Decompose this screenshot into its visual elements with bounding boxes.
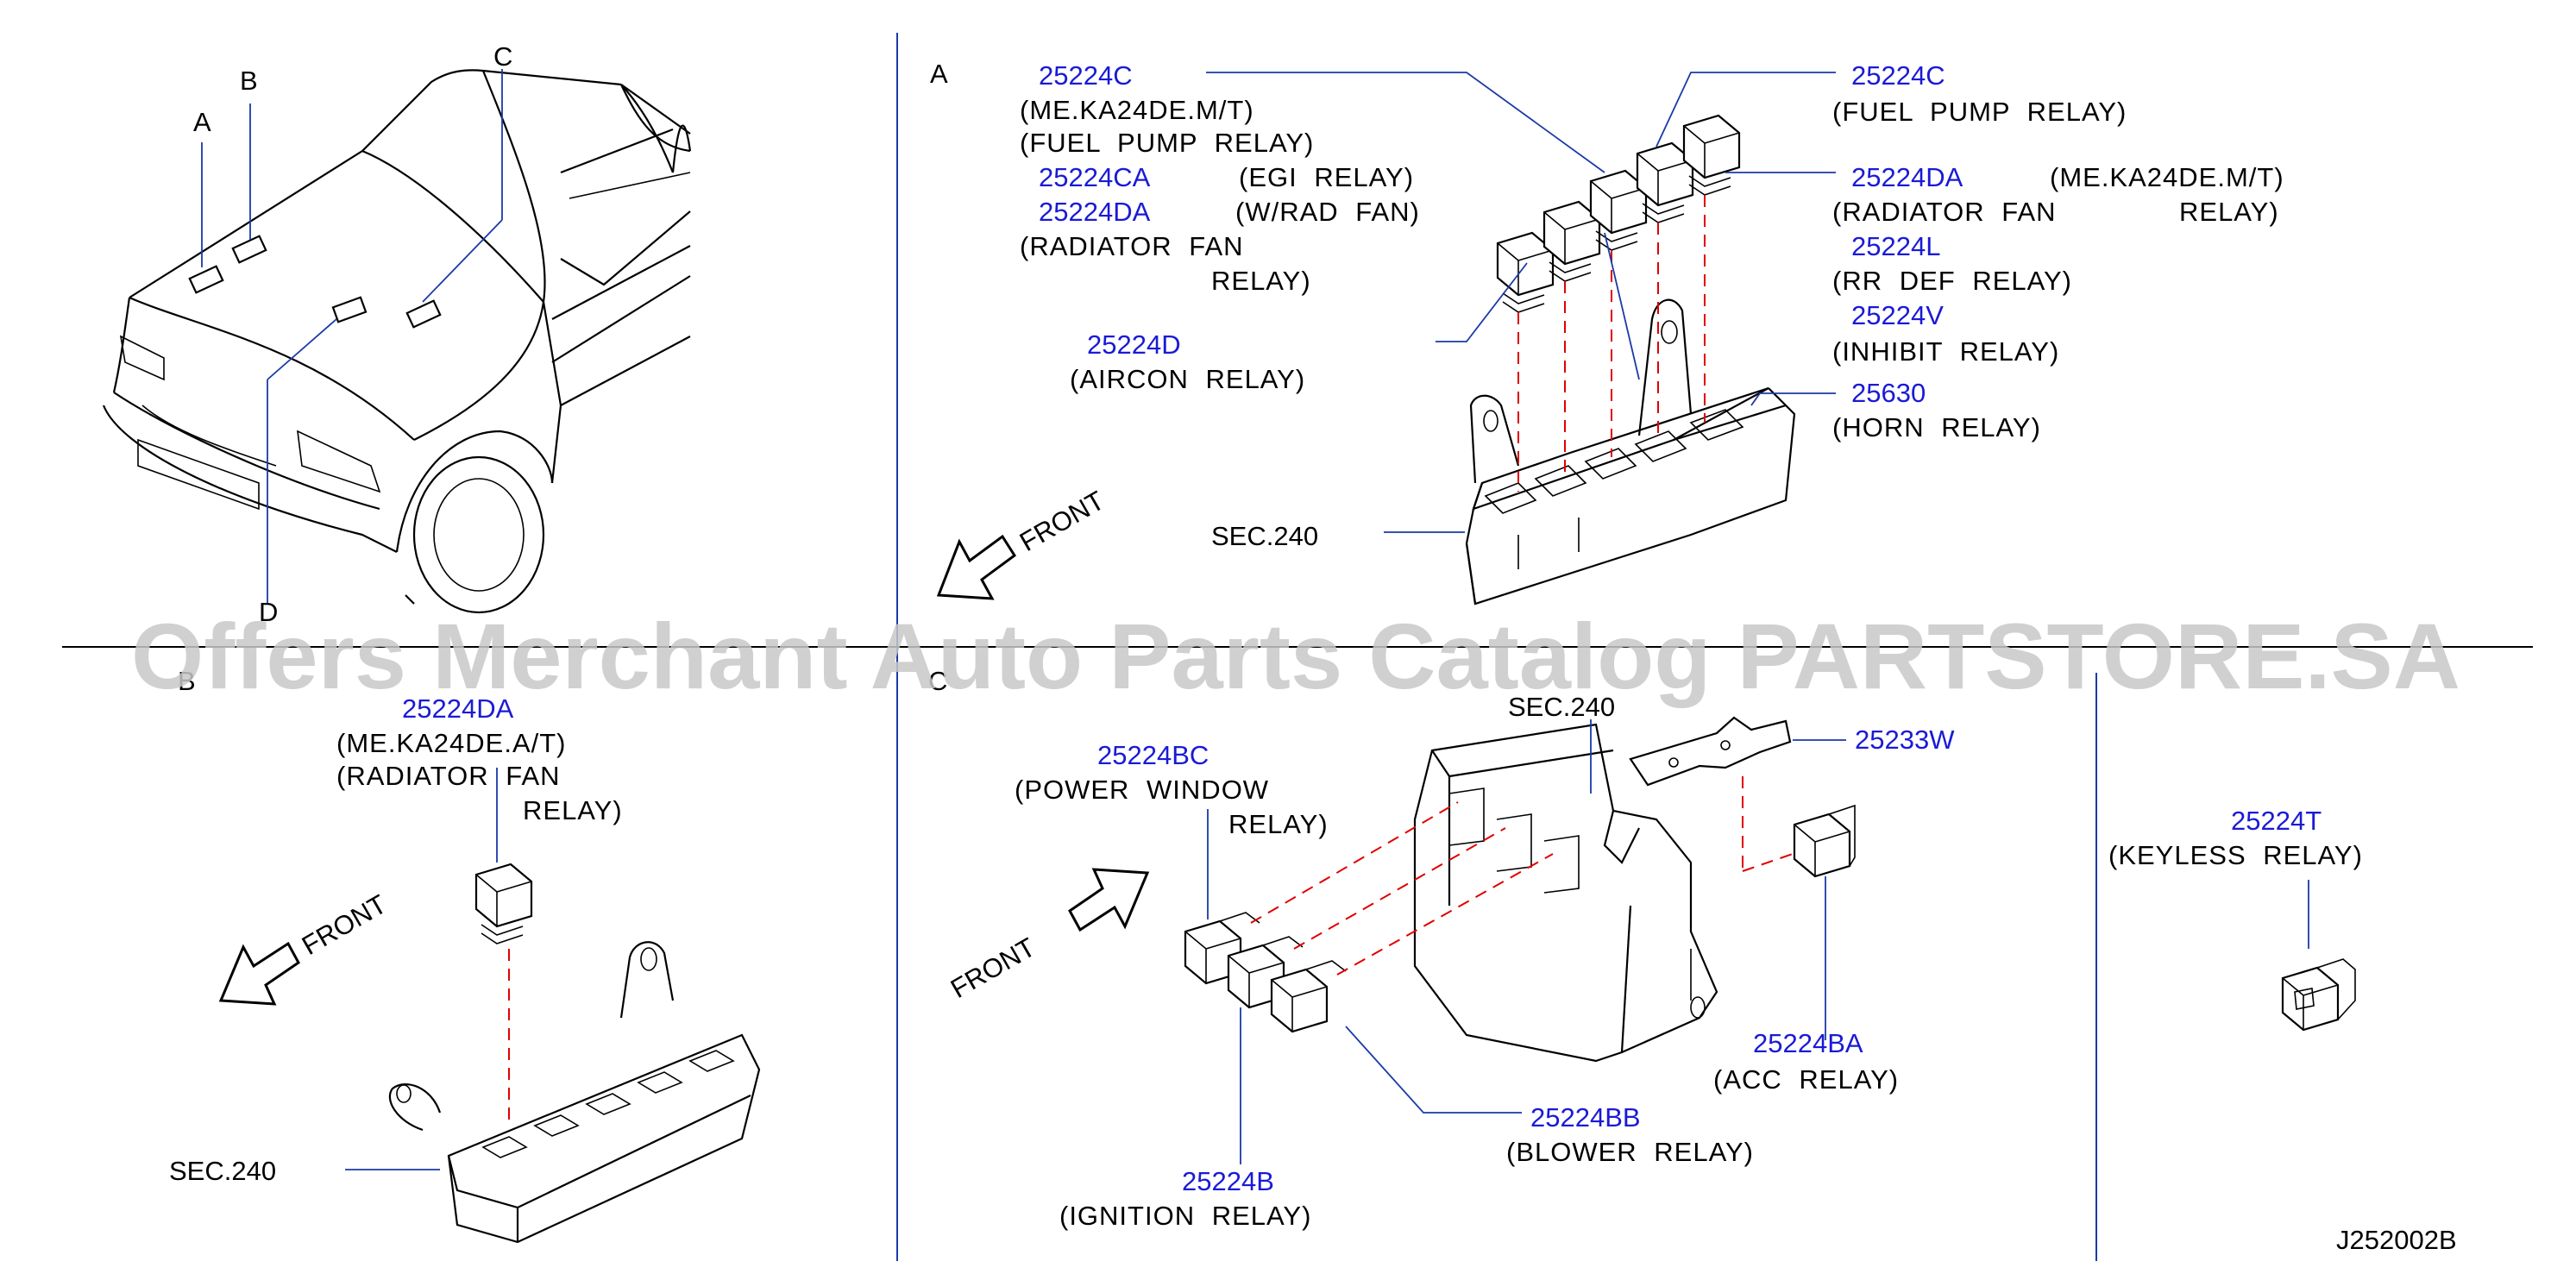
section-a-relay-box [1465,298,1796,605]
section-c-relay-acc [1793,804,1856,878]
section-c-25224bb-part: 25224BB [1530,1102,1641,1133]
section-d-25224t-part: 25224T [2231,806,2322,836]
section-a-25224ca-part: 25224CA [1039,162,1151,192]
section-c-relay-ignition [1227,936,1304,1009]
section-b-front-label: FRONT [297,888,392,961]
section-a-25630-part: 25630 [1851,378,1926,408]
section-a-25630-desc: (HORN RELAY) [1832,412,2041,442]
section-c-25224b-part: 25224B [1182,1166,1274,1196]
section-c-25224ba-desc: (ACC RELAY) [1713,1064,1899,1095]
relay-egi [1589,169,1648,251]
section-c-front-label: FRONT [946,932,1040,1004]
callout-c: C [493,41,512,72]
section-c-relay-box [1413,723,1718,1063]
section-a-label: A [930,59,948,89]
section-a-25224da-right-note: (ME.KA24DE.M/T) [2050,162,2284,192]
section-b-25224da-desc1: (RADIATOR FAN [336,761,561,791]
section-a-25224ca-desc: (EGI RELAY) [1239,162,1414,192]
relay-location-c [405,299,442,329]
section-a-25224da-right-desc2: RELAY) [2179,197,2279,227]
section-a-25224c-left-part: 25224C [1039,60,1133,91]
section-a-25224v-desc: (INHIBIT RELAY) [1832,336,2059,367]
section-b-relay-box [388,941,761,1244]
section-b-sec-label: SEC.240 [169,1156,276,1186]
section-c-25224bb-desc: (BLOWER RELAY) [1506,1137,1754,1167]
section-a-25224c-left-desc: (FUEL PUMP RELAY) [1020,128,1314,158]
relay-location-d [331,296,368,323]
section-a-25224da-left-note: (W/RAD FAN) [1235,197,1420,227]
section-c-relay-blower [1270,960,1347,1033]
relay-fuel-pump [1636,141,1694,223]
callout-d: D [259,597,278,627]
callout-a: A [193,107,211,137]
section-a-front-label: FRONT [1015,485,1109,557]
section-a-relays [1496,114,1741,313]
section-d-relay-keyless [2281,958,2356,1032]
relay-aircon [1496,231,1555,313]
section-b-25224da-part: 25224DA [402,693,514,724]
section-a-25224da-left-part: 25224DA [1039,197,1151,227]
section-a-25224da-right-part: 25224DA [1851,162,1963,192]
relay-radiator-fan-right [1682,114,1741,196]
vehicle-illustration [102,69,692,614]
section-b-front-arrow-icon [218,941,300,1006]
diagram-code: J252002B [2336,1225,2457,1255]
section-b-25224da-note: (ME.KA24DE.A/T) [336,728,567,758]
section-a-25224l-desc: (RR DEF RELAY) [1832,266,2072,296]
section-a-25224da-right-desc1: (RADIATOR FAN [1832,197,2057,227]
section-c-25224ba-part: 25224BA [1753,1028,1863,1058]
section-a-25224c-right-desc: (FUEL PUMP RELAY) [1832,97,2127,127]
section-a-25224da-left-desc2: RELAY) [1211,266,1311,296]
watermark-text: Offers Merchant Auto Parts Catalog PARTS… [131,604,2460,708]
section-a-25224c-left-note: (ME.KA24DE.M/T) [1020,95,1254,125]
section-b-label: B [178,666,196,696]
section-c-label: C [928,666,947,696]
relay-location-b [231,235,267,264]
callout-b: B [240,66,258,96]
section-a-front-arrow-icon [936,534,1017,600]
relay-location-a [188,265,224,294]
section-a-25224d-desc: (AIRCON RELAY) [1070,364,1305,394]
section-c-25224bc-part: 25224BC [1097,740,1209,770]
section-c-25224bc-desc1: (POWER WINDOW [1015,775,1269,805]
section-c-front-arrow-icon [1068,868,1150,932]
section-c-relay-power-window [1184,912,1260,985]
relay-radiator-fan-left [1542,200,1601,282]
section-a-25224c-right-part: 25224C [1851,60,1945,91]
section-c-sec-label: SEC.240 [1508,692,1615,722]
section-a-25224l-part: 25224L [1851,231,1940,261]
section-d-25224t-desc: (KEYLESS RELAY) [2108,840,2363,870]
section-b-relay [474,863,533,944]
section-c-25224bc-desc2: RELAY) [1228,809,1329,839]
section-c-25224b-desc: (IGNITION RELAY) [1059,1201,1311,1231]
section-c-bracket-25233w [1629,716,1792,787]
section-a-25224da-left-desc1: (RADIATOR FAN [1020,231,1244,261]
section-c-25233w-part: 25233W [1855,725,1955,755]
section-b-25224da-desc2: RELAY) [523,795,623,825]
section-a-25224d-part: 25224D [1087,329,1181,360]
section-a-25224v-part: 25224V [1851,300,1944,330]
section-a-sec-label: SEC.240 [1211,521,1318,551]
